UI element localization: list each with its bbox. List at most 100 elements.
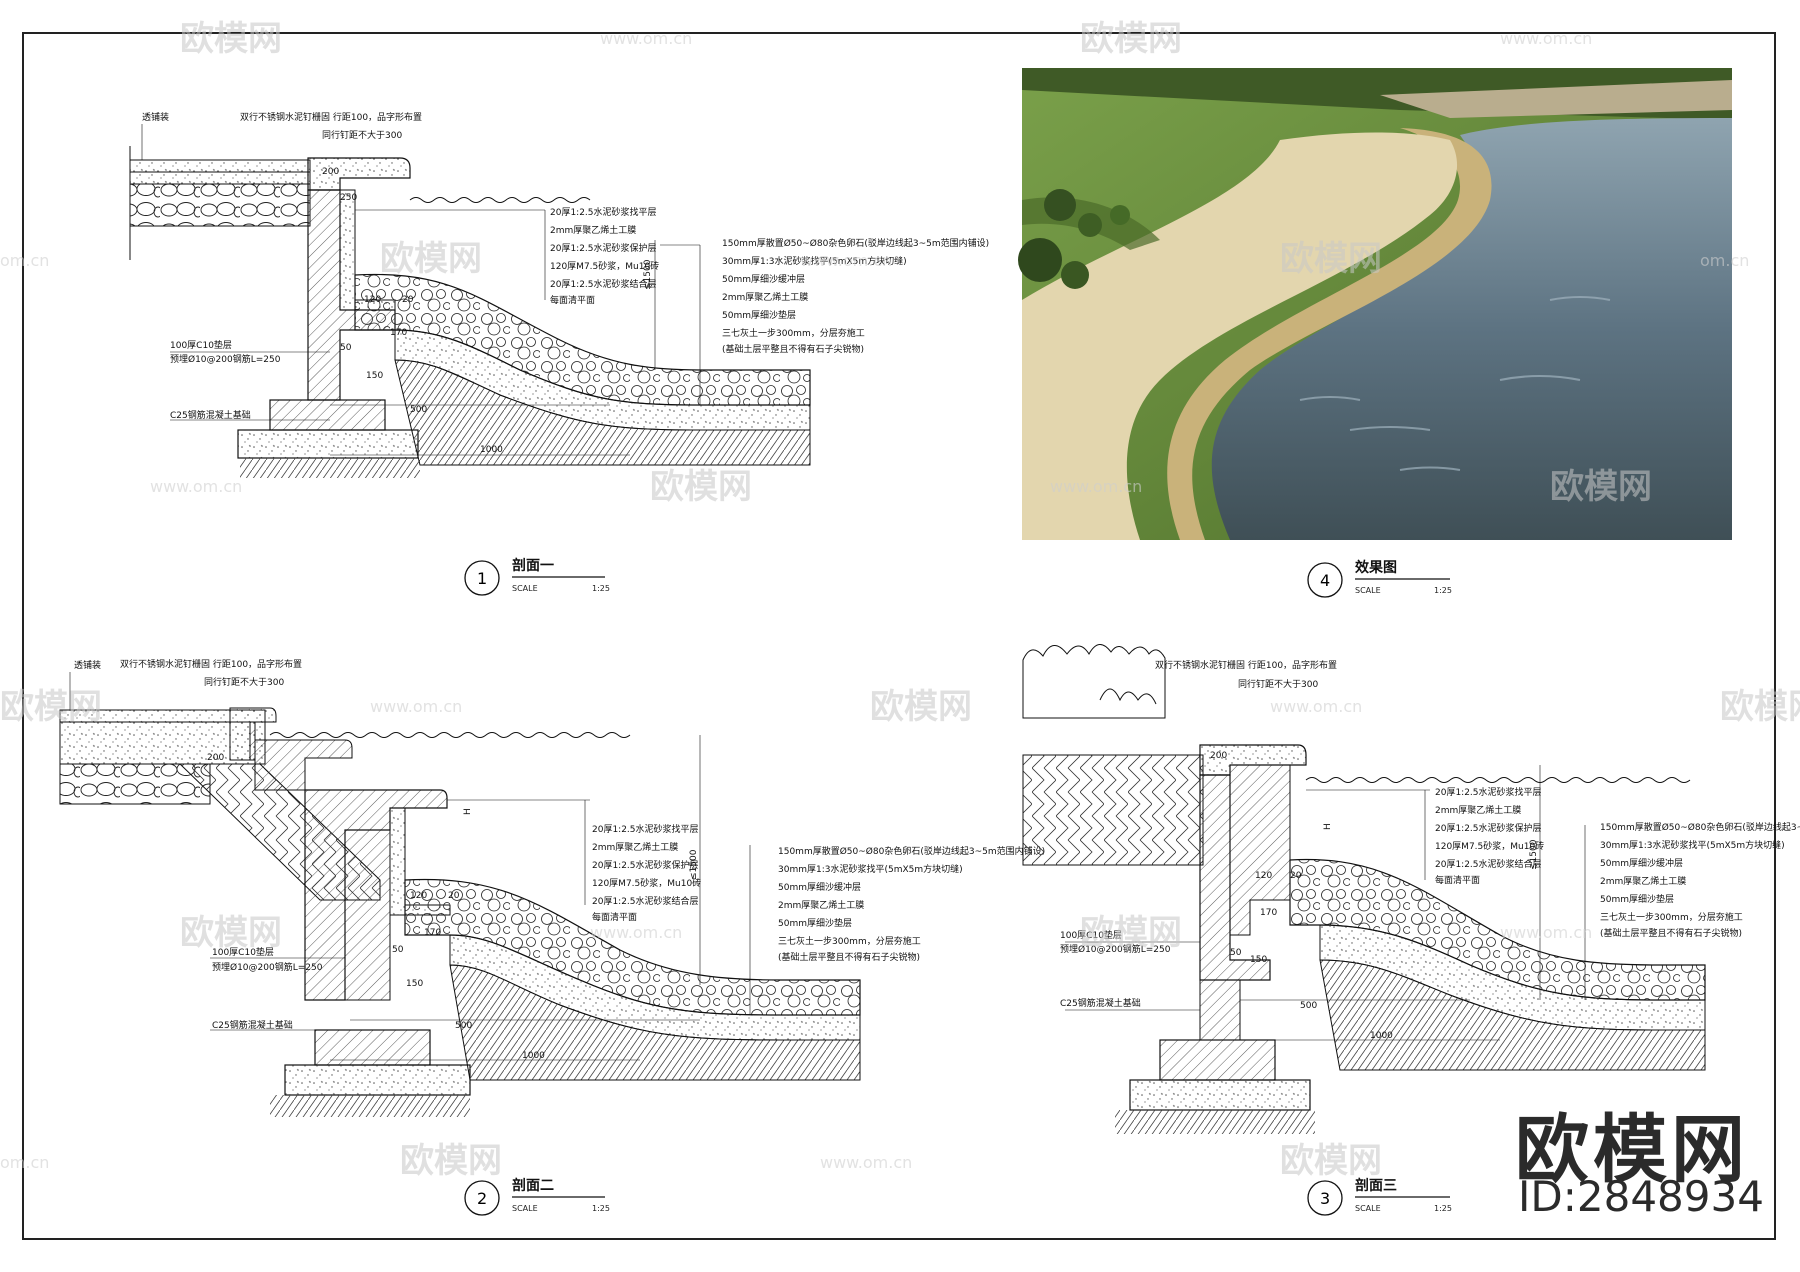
dim-20: 20 (448, 891, 460, 901)
water-line (1305, 777, 1691, 783)
watermark-url: www.om.cn (1050, 477, 1142, 496)
layer-note: 120厚M7.5砂浆，Mu10砖 (592, 877, 701, 889)
shrub (1110, 205, 1130, 225)
shrub (1061, 261, 1089, 289)
scale-label: SCALE (512, 1204, 538, 1213)
watermark-logo: 欧模网 (1080, 19, 1182, 59)
foundation-note: C25钢筋混凝土基础 (212, 1019, 293, 1031)
watermark-url: www.om.cn (590, 923, 682, 942)
section-number-circle (1307, 1180, 1343, 1216)
soil-hatch (270, 1095, 470, 1117)
section-title: 剖面一 (512, 557, 554, 574)
layer-note: 20厚1:2.5水泥砂浆保护层 (592, 859, 699, 871)
lime-soil (394, 359, 811, 466)
inner-wall (1229, 764, 1291, 936)
section-4-title: 4 效果图 SCALE 1:25 (1307, 559, 1452, 598)
section-number: 2 (477, 1189, 487, 1208)
dim-170: 170 (1260, 908, 1277, 918)
section-number-circle (1307, 562, 1343, 598)
footing (269, 399, 386, 431)
watermark-url: om.cn (0, 1153, 49, 1172)
section-3-drawing (1022, 644, 1706, 1134)
section-title: 效果图 (1355, 559, 1397, 576)
dim-1000: 1000 (1370, 1031, 1393, 1041)
shrub (1044, 189, 1076, 221)
dim-150: 150 (406, 979, 423, 989)
brand-logo-text: 欧模网 (1515, 1107, 1749, 1193)
paving-label: 透铺装 (74, 659, 101, 671)
footing (1159, 1039, 1276, 1081)
shrub (1078, 213, 1102, 237)
soil-hatch (1115, 1110, 1315, 1134)
watermark-url: www.om.cn (600, 29, 692, 48)
cushion-note: 100厚C10垫层 (212, 946, 274, 958)
watermark-logo: 欧模网 (180, 913, 282, 953)
layer-note: 20厚1:2.5水泥砂浆找平层 (1435, 786, 1542, 798)
layer-note: 三七灰土一步300mm，分层夯施工 (1600, 911, 1743, 923)
cushion-note: 100厚C10垫层 (1060, 929, 1122, 941)
watermark-logo: 欧模网 (1080, 913, 1182, 953)
watermarks: 欧模网 www.om.cn 欧模网 www.om.cn om.cn 欧模网 ww… (0, 19, 1800, 1181)
layer-note: 三七灰土一步300mm，分层夯施工 (722, 327, 865, 339)
spacing-note: 同行钉距不大于300 (1238, 678, 1318, 690)
scale-value: 1:25 (592, 584, 610, 593)
scale-value: 1:25 (592, 1204, 610, 1213)
coping-stone (307, 157, 411, 191)
footing-cushion (237, 429, 419, 459)
layer-note: 50mm厚细沙垫层 (722, 309, 796, 321)
dim-250: 250 (340, 193, 357, 203)
pond-water (1211, 118, 1732, 540)
rebar-note: 预埋Ø10@200钢筋L=250 (212, 961, 323, 973)
dim-500: 500 (455, 1021, 472, 1031)
curb-edge (1167, 128, 1492, 540)
watermark-url: www.om.cn (820, 1153, 912, 1172)
dim-h: H (463, 808, 473, 815)
scale-value: 1:25 (1434, 1204, 1452, 1213)
lime-soil (449, 964, 861, 1081)
layer-note: 每面清平面 (550, 294, 595, 306)
section-number-circle (464, 1180, 500, 1216)
layer-note: 2mm厚聚乙烯土工膜 (778, 899, 864, 911)
dim-50: 50 (340, 343, 352, 353)
section-3-title: 3 剖面三 SCALE 1:25 (1307, 1177, 1452, 1216)
section-1-title: 1 剖面一 SCALE 1:25 (464, 557, 610, 596)
dim-170: 170 (390, 328, 407, 338)
dim-170: 170 (424, 928, 441, 938)
layer-note: 150mm厚散置Ø50~Ø80杂色卵石(驳岸边线起3~ (1600, 821, 1800, 833)
watermark-logo: 欧模网 (1280, 239, 1382, 279)
watermark-logo: 欧模网 (400, 1141, 502, 1181)
dim-1000: 1000 (522, 1051, 545, 1061)
spacing-note: 同行钉距不大于300 (204, 676, 284, 688)
layer-note: (基础土层平整且不得有石子尖锐物) (1600, 927, 1742, 939)
paving-label: 透铺装 (142, 111, 169, 123)
section-2-text: 透铺装 双行不锈钢水泥钉栅固 行距100，品字形布置 同行钉距不大于300 20… (74, 658, 1045, 1061)
watermark-logo: 欧模网 (0, 687, 102, 727)
section-title: 剖面二 (512, 1177, 554, 1194)
dim-200: 200 (322, 167, 339, 177)
layer-note: 20厚1:2.5水泥砂浆保护层 (1435, 822, 1542, 834)
layer-note: 30mm厚1:3水泥砂浆找平(5mX5m方块切缝) (722, 255, 907, 267)
layer-note: 50mm厚细沙缓冲层 (722, 273, 805, 285)
scale-label: SCALE (1355, 1204, 1381, 1213)
watermark-logo: 欧模网 (650, 467, 752, 507)
layer-note: 2mm厚聚乙烯土工膜 (722, 291, 808, 303)
watermark-logo: 欧模网 (870, 687, 972, 727)
section-3-text: 双行不锈钢水泥钉栅固 行距100，品字形布置 同行钉距不大于300 200 H … (1060, 659, 1800, 1041)
dim-120: 120 (410, 891, 427, 901)
layer-note: 50mm厚细沙缓冲层 (1600, 857, 1683, 869)
dim-1500: ≤1500 (1529, 839, 1539, 870)
layer-note: 每面清平面 (1435, 874, 1480, 886)
dim-1000: 1000 (480, 445, 503, 455)
layer-note: 20厚1:2.5水泥砂浆结合层 (550, 278, 657, 290)
spacing-note: 同行钉距不大于300 (322, 129, 402, 141)
layer-note: 2mm厚聚乙烯土工膜 (550, 224, 636, 236)
section-number: 3 (1320, 1189, 1330, 1208)
layer-note: 20厚1:2.5水泥砂浆保护层 (550, 242, 657, 254)
watermark-url: om.cn (1700, 251, 1749, 270)
dim-1500: ≤1500 (689, 849, 699, 880)
model-id: ID:2848934 (1518, 1172, 1764, 1221)
cushion-note: 100厚C10垫层 (170, 339, 232, 351)
section-number-circle (464, 560, 500, 596)
water-line (409, 197, 591, 203)
gravel-base (129, 183, 311, 227)
